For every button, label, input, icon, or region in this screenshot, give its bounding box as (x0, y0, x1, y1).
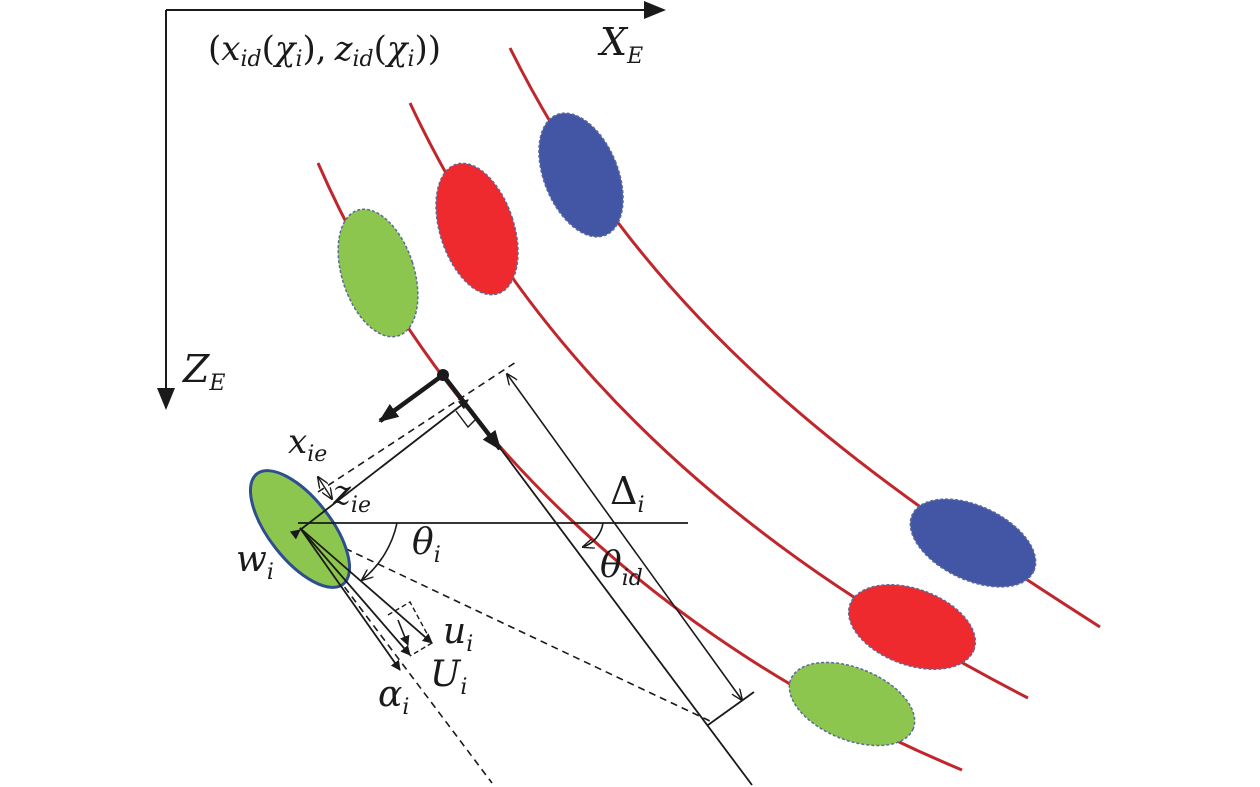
U-sub: i (460, 675, 467, 700)
blue-vehicle-upper (538, 112, 624, 238)
right-angle-mark (455, 410, 477, 429)
theta-i-main: θ (412, 522, 434, 563)
green-vehicle-upper (337, 208, 419, 338)
x-ie-sub: ie (307, 442, 327, 467)
frame-tangent-arrow (441, 373, 502, 451)
tp-z: z (334, 29, 354, 69)
z-ie-sub: ie (351, 493, 371, 518)
alpha-arrow (299, 527, 401, 671)
theta-id-sub: id (622, 566, 643, 591)
theta-id-arc (583, 522, 604, 547)
alpha-sub: i (402, 695, 409, 720)
tp-id2: id (353, 47, 374, 72)
w-main: w (236, 539, 267, 580)
U-velocity-arrow (299, 527, 411, 656)
x-axis-sub: E (626, 44, 643, 69)
z-ie-label: zie (332, 473, 371, 518)
delta-tick (707, 691, 755, 726)
U-label: Ui (430, 654, 467, 700)
theta-i-arc (362, 522, 398, 580)
delta-dimension-line (507, 374, 742, 700)
tp-id1: id (240, 47, 261, 72)
z-ie-line (289, 399, 469, 540)
theta-id-main: θ (600, 545, 622, 586)
red-vehicle-lower (847, 584, 977, 670)
x-ie-main: x (288, 422, 307, 462)
z-axis-sub: E (208, 371, 225, 396)
tp-chi1: χ (273, 29, 298, 69)
tp-chi2: χ (385, 29, 410, 69)
U-main: U (430, 654, 462, 695)
tp-close2: )) (415, 29, 442, 69)
w-label: wi (236, 539, 274, 585)
delta-label: Δi (610, 469, 645, 518)
z-axis-label: ZE (182, 347, 225, 396)
theta-i-label: θi (412, 522, 441, 568)
u-label: ui (443, 611, 473, 657)
alpha-label: αi (378, 674, 409, 720)
tp-paren1: ( (262, 29, 275, 69)
dashed-line-to-foot (301, 527, 713, 723)
green-vehicle-lower (788, 661, 916, 747)
x-ie-dimension (318, 477, 332, 499)
tp-open: ( (208, 29, 221, 69)
v-component-arrow (397, 619, 410, 646)
theta-i-sub: i (434, 543, 441, 568)
x-ie-label: xie (288, 422, 327, 467)
u-sub: i (466, 632, 473, 657)
tp-i2: i (408, 47, 415, 72)
u-main: u (443, 611, 466, 652)
theta-id-label: θid (600, 545, 643, 591)
x-axis-label: XE (597, 20, 643, 69)
red-vehicle-upper (435, 162, 519, 296)
velocity-box (387, 601, 433, 657)
tp-i1: i (295, 47, 302, 72)
alpha-main: α (378, 674, 402, 715)
z-axis-main: Z (182, 347, 210, 391)
x-axis-main: X (597, 20, 629, 64)
path-point (437, 369, 449, 381)
z-ie-main: z (332, 473, 352, 513)
frame-normal-arrow (378, 373, 445, 423)
delta-main: Δ (610, 469, 637, 513)
u-velocity-arrow (299, 527, 433, 644)
tp-close1: ), (303, 29, 327, 69)
delta-sub: i (637, 493, 644, 518)
w-sub: i (267, 560, 274, 585)
tp-x: x (221, 29, 240, 69)
tp-paren2: ( (374, 29, 387, 69)
blue-vehicle-lower (909, 498, 1037, 588)
trajectory-point-label: (xid(χi),zid(χi)) (208, 29, 441, 72)
